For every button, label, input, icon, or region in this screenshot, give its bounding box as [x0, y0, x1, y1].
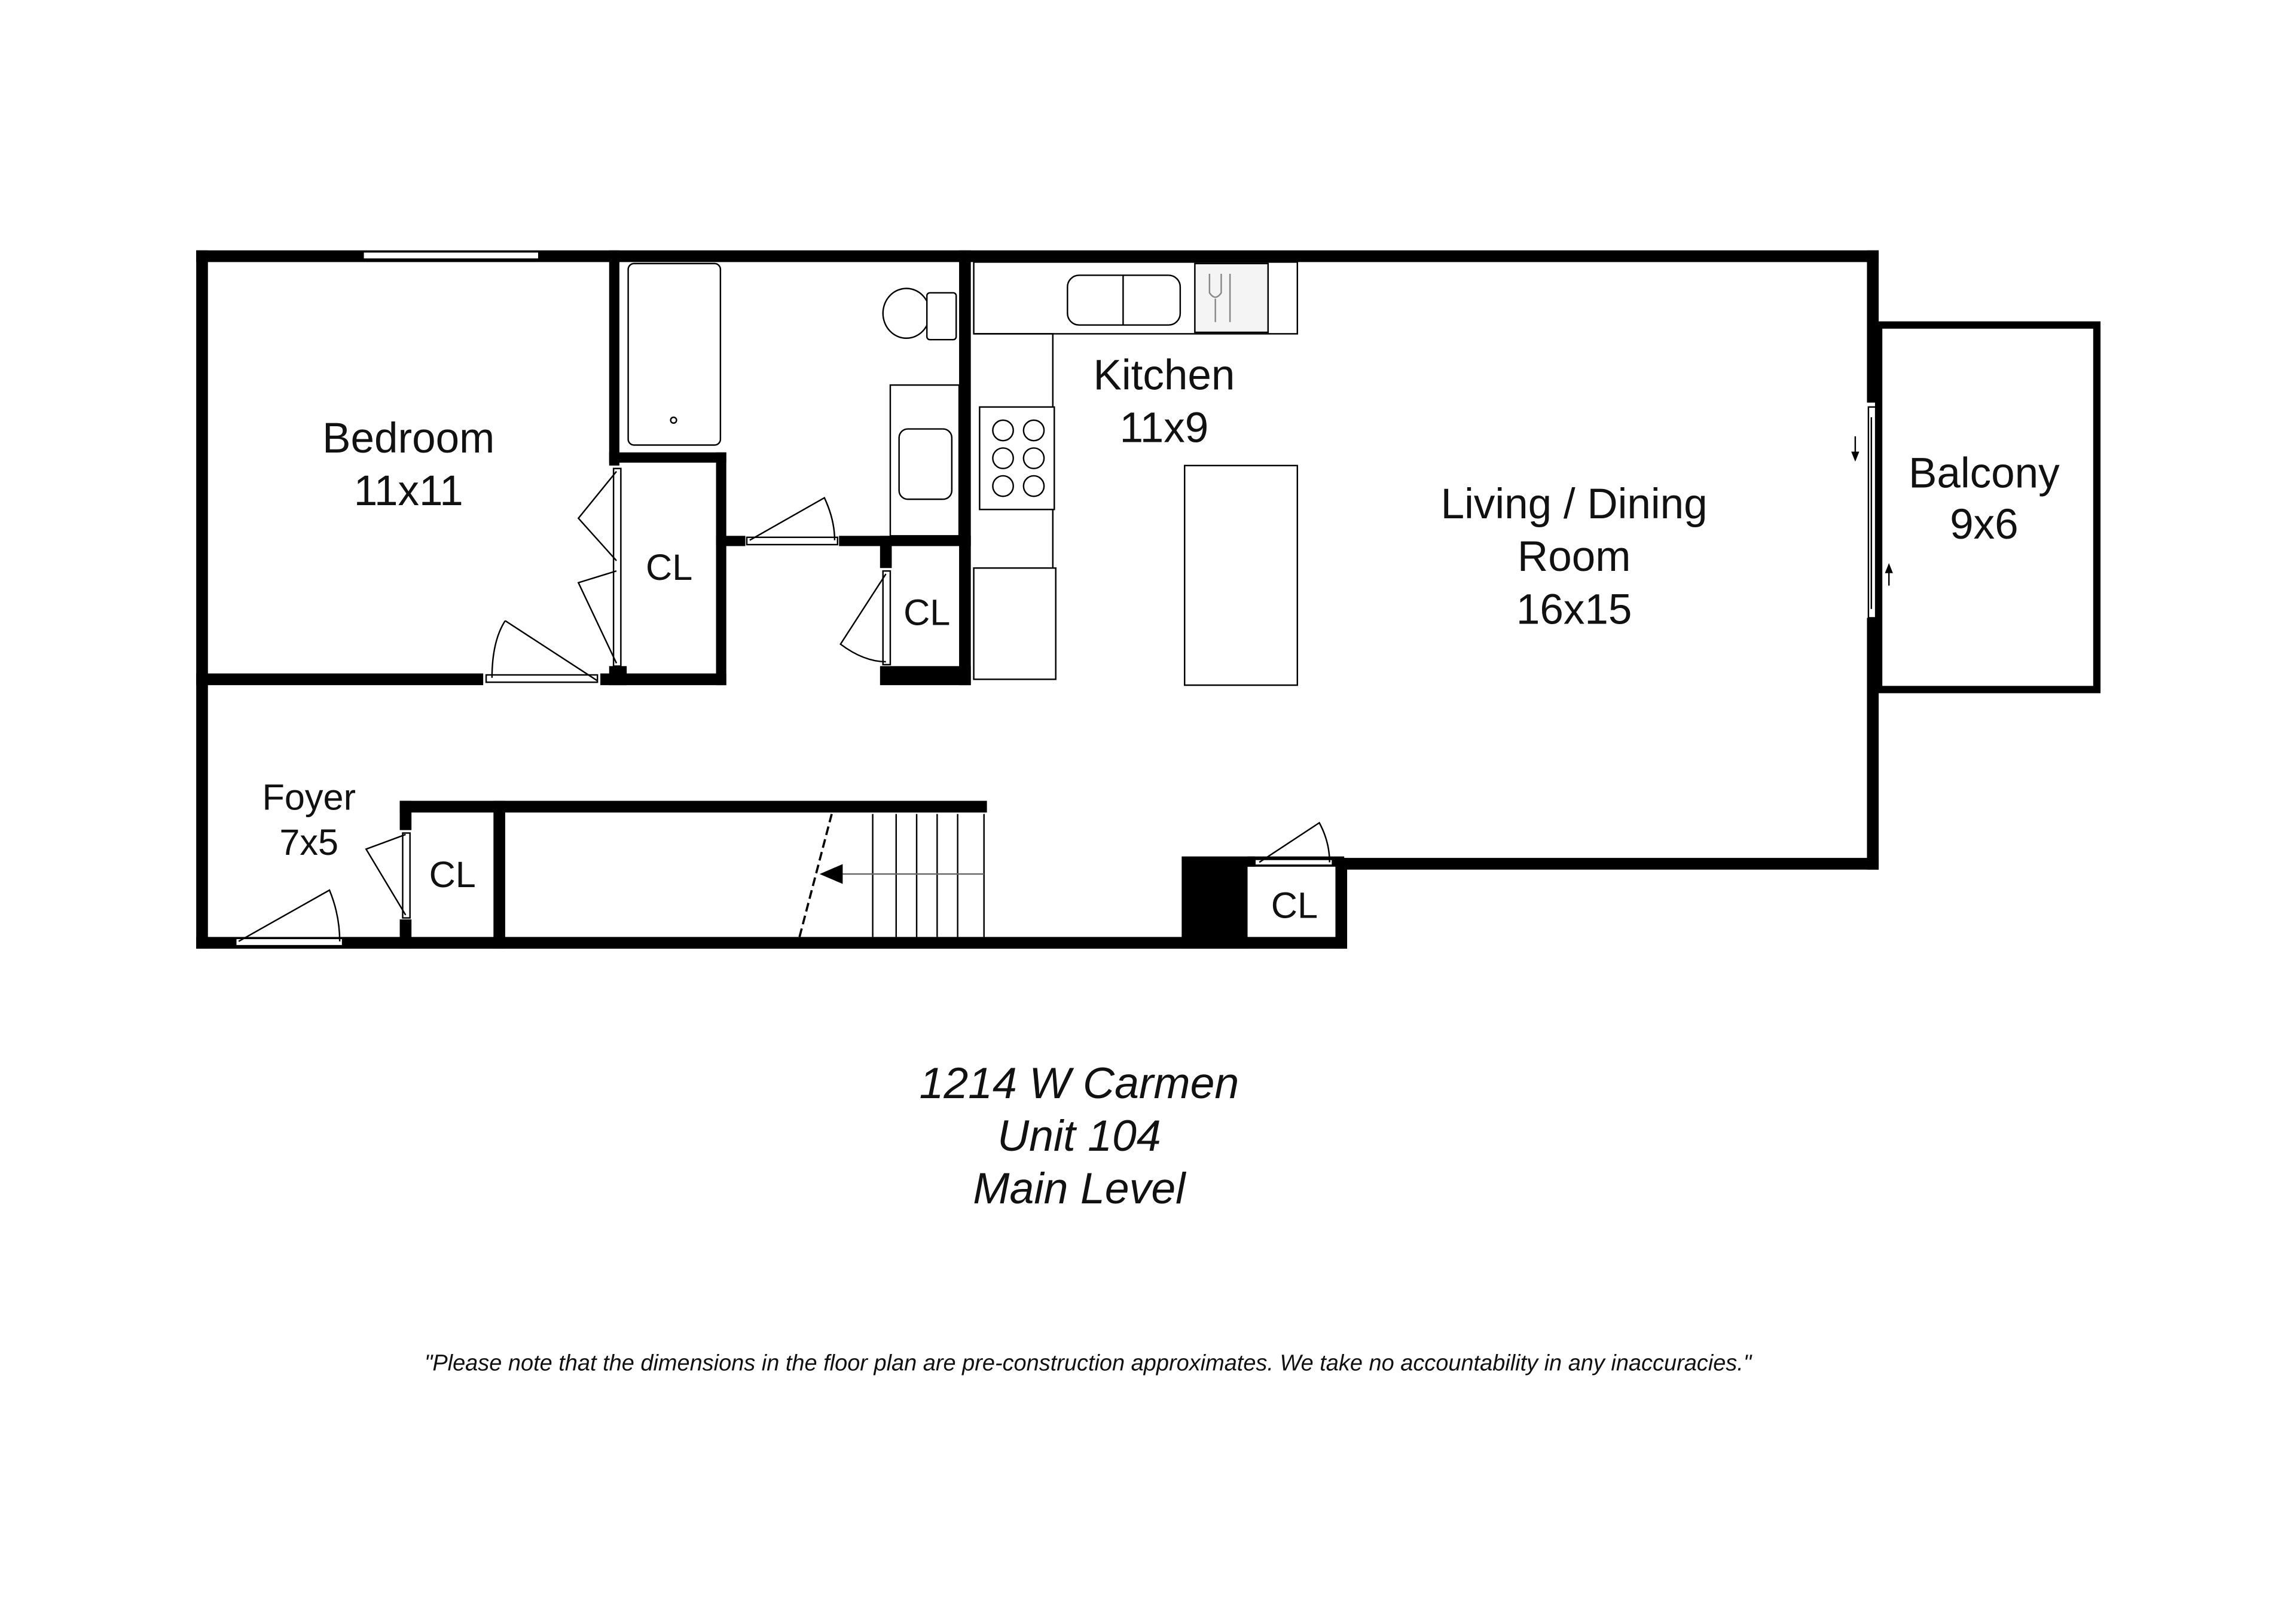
closet-label: CL — [646, 547, 692, 588]
living-size: 16x15 — [1516, 586, 1632, 633]
doors — [235, 467, 1333, 947]
sink-icon — [898, 428, 953, 500]
living-name-line2: Room — [1518, 533, 1631, 580]
balcony — [1874, 321, 2101, 693]
kitchen-size: 11x9 — [1120, 405, 1209, 452]
disclaimer: "Please note that the dimensions in the … — [425, 1350, 1752, 1376]
level-caption: Main Level — [973, 1163, 1186, 1213]
sliding-door-arrows — [1851, 436, 1893, 586]
walls — [196, 250, 1879, 949]
stove-icon — [979, 406, 1055, 511]
arrow-left-icon — [819, 864, 843, 884]
closet-label: CL — [903, 592, 950, 633]
refrigerator-icon — [973, 567, 1057, 680]
balcony-size: 9x6 — [1950, 501, 2019, 548]
closet-label: CL — [429, 854, 476, 895]
stairs — [798, 814, 985, 937]
kitchen-name: Kitchen — [1094, 352, 1235, 399]
bedroom-size: 11x11 — [354, 467, 463, 515]
toilet-icon — [882, 288, 931, 339]
bedroom-name: Bedroom — [322, 415, 494, 462]
fixtures — [627, 261, 1299, 686]
closet-label: CL — [1271, 885, 1318, 926]
foyer-size: 7x5 — [279, 822, 338, 863]
foyer-name: Foyer — [262, 777, 356, 817]
kitchen-island — [1184, 464, 1299, 686]
living-name-line1: Living / Dining — [1441, 481, 1708, 528]
windows — [362, 251, 1877, 619]
bathtub-icon — [627, 262, 722, 446]
balcony-name: Balcony — [1909, 450, 2060, 497]
dishwasher-icon — [1194, 262, 1269, 334]
unit-caption: Unit 104 — [997, 1111, 1161, 1160]
address-caption: 1214 W Carmen — [919, 1058, 1239, 1108]
